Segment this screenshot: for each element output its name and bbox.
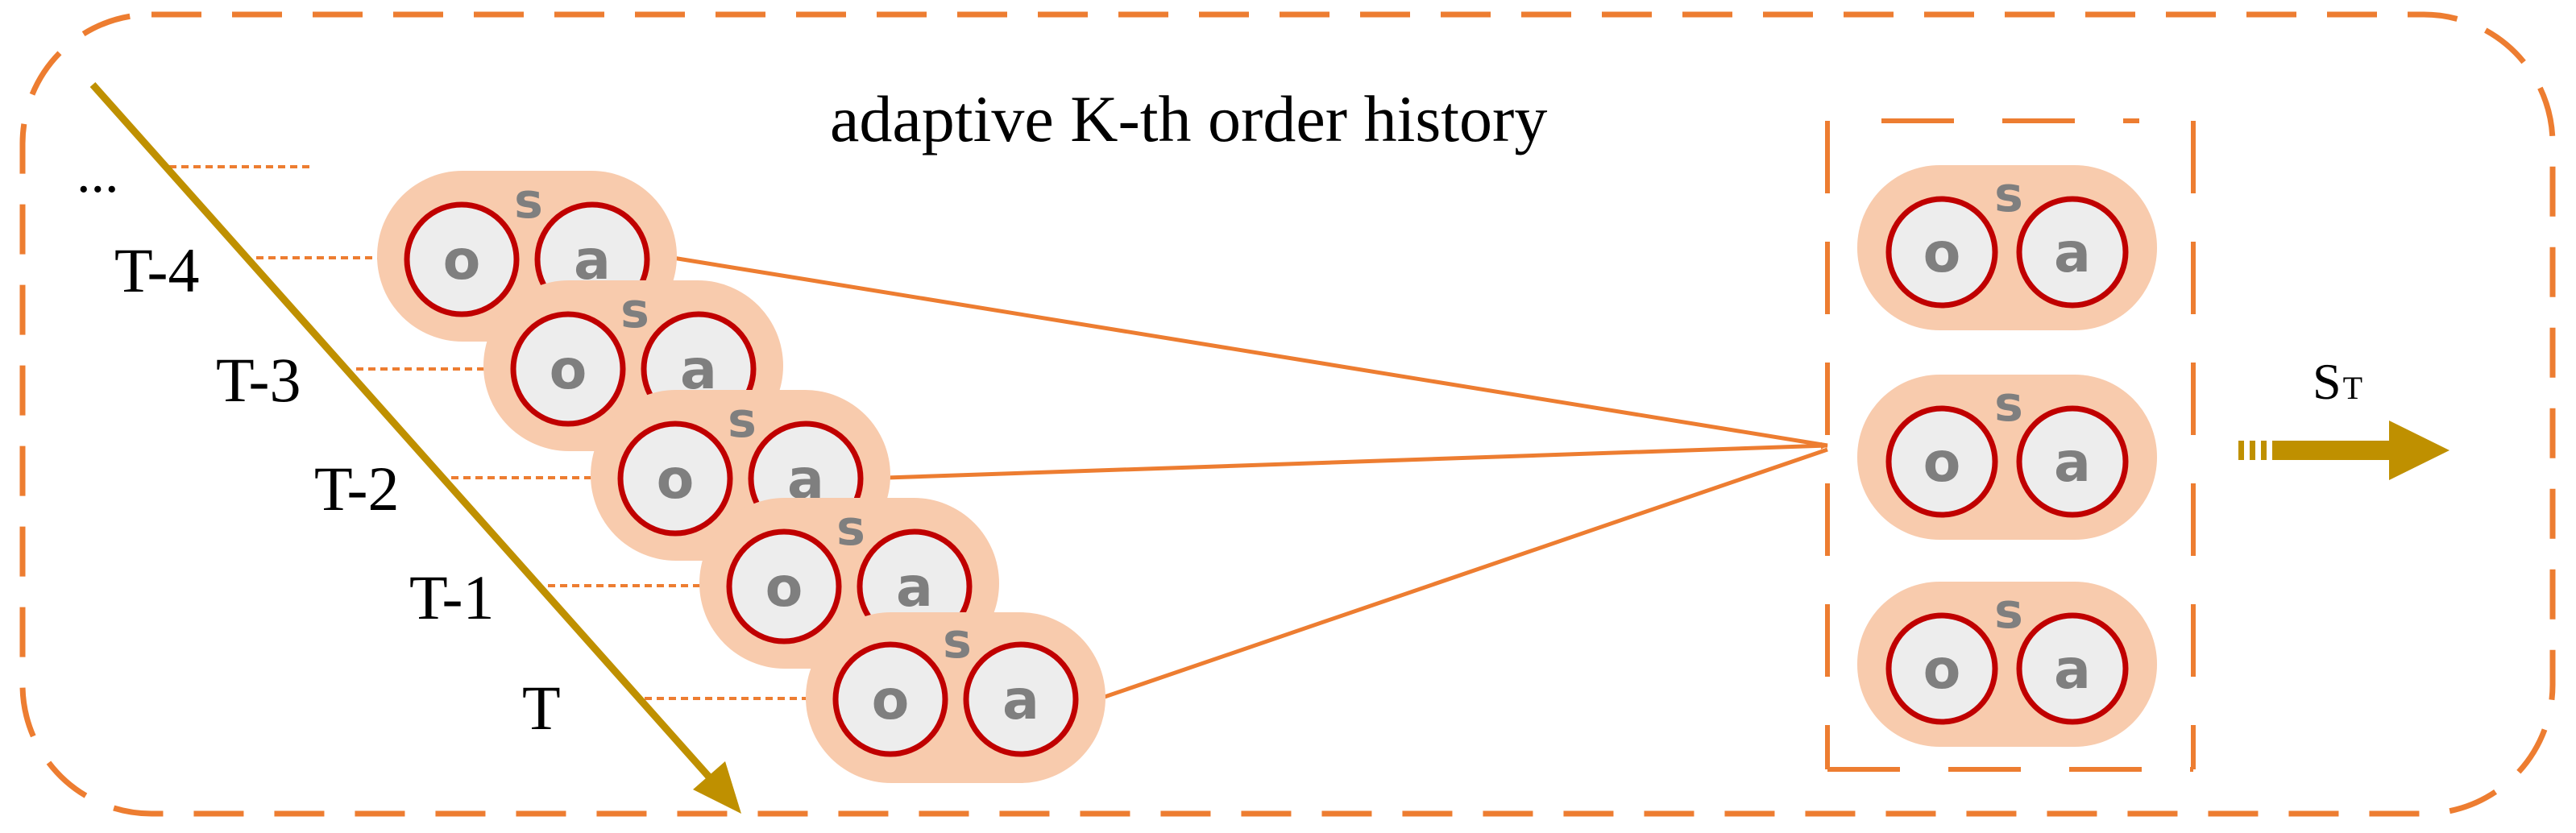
output-state-subscript: T bbox=[2343, 370, 2362, 406]
act-node bbox=[2016, 612, 2129, 725]
obs-node bbox=[1885, 612, 1998, 725]
act-node bbox=[963, 641, 1079, 757]
outer-frame bbox=[19, 11, 2556, 817]
state-letter: s bbox=[728, 392, 757, 449]
history-stack: o a s o a s o a s o a s bbox=[377, 171, 1105, 783]
obs-letter: o bbox=[443, 229, 481, 292]
state-letter: s bbox=[836, 500, 865, 557]
ellipsis-label: ... bbox=[77, 143, 119, 205]
connector-from-t-4 bbox=[672, 255, 1828, 448]
act-letter: a bbox=[896, 556, 933, 620]
state-letter: s bbox=[1994, 167, 2023, 223]
obs-letter: o bbox=[550, 338, 587, 402]
act-letter: a bbox=[2054, 222, 2091, 285]
state-letter: s bbox=[1994, 376, 2023, 433]
timestep-label-t: T bbox=[522, 673, 561, 743]
output-state-label: ST bbox=[2313, 353, 2362, 410]
obs-node bbox=[510, 311, 626, 427]
time-arrow-shaft bbox=[89, 82, 716, 784]
timestep-label-t-2: T-2 bbox=[314, 454, 399, 524]
output-arrow bbox=[2238, 421, 2449, 480]
state-letter: s bbox=[620, 283, 649, 339]
timestep-labels: T-4 T-3 T-2 T-1 T bbox=[114, 235, 561, 743]
obs-letter: o bbox=[872, 669, 910, 732]
timestep-label-t-4: T-4 bbox=[114, 235, 199, 305]
act-node bbox=[2016, 405, 2129, 518]
obs-node bbox=[832, 641, 948, 757]
connector-from-t-2 bbox=[886, 441, 1828, 480]
obs-letter: o bbox=[1923, 222, 1961, 285]
state-letter: s bbox=[514, 173, 543, 230]
timestep-label-t-1: T-1 bbox=[409, 562, 494, 632]
diagram-title: adaptive K-th order history bbox=[830, 82, 1547, 155]
output-state-letter: S bbox=[2313, 353, 2342, 410]
obs-node bbox=[726, 528, 842, 644]
state-letter: s bbox=[1994, 583, 2023, 640]
act-node bbox=[2016, 196, 2129, 309]
obs-node bbox=[1885, 196, 1998, 309]
selected-pill-2: o a s bbox=[1857, 375, 2157, 540]
obs-letter: o bbox=[1923, 431, 1961, 495]
history-pill-t: o a s bbox=[806, 612, 1105, 783]
timestep-leaders bbox=[256, 256, 810, 700]
connector-from-t bbox=[1099, 447, 1828, 701]
act-letter: a bbox=[1002, 669, 1039, 732]
state-letter: s bbox=[943, 613, 972, 669]
history-pill-t-4: o a s bbox=[377, 171, 677, 342]
selected-pill-1: o a s bbox=[1857, 165, 2157, 330]
obs-node bbox=[1885, 405, 1998, 518]
connector-arrows bbox=[672, 255, 1828, 701]
selected-history-box bbox=[1825, 118, 2196, 772]
act-letter: a bbox=[2054, 431, 2091, 495]
obs-node bbox=[404, 201, 520, 317]
selected-pill-3: o a s bbox=[1857, 582, 2157, 747]
timestep-label-t-3: T-3 bbox=[216, 345, 301, 415]
act-letter: a bbox=[2054, 638, 2091, 702]
obs-letter: o bbox=[657, 448, 695, 512]
selected-pills: o a s o a s o a s bbox=[1857, 165, 2157, 747]
obs-letter: o bbox=[1923, 638, 1961, 702]
obs-node bbox=[617, 421, 733, 537]
time-arrow-head bbox=[693, 761, 741, 814]
obs-letter: o bbox=[765, 556, 803, 620]
